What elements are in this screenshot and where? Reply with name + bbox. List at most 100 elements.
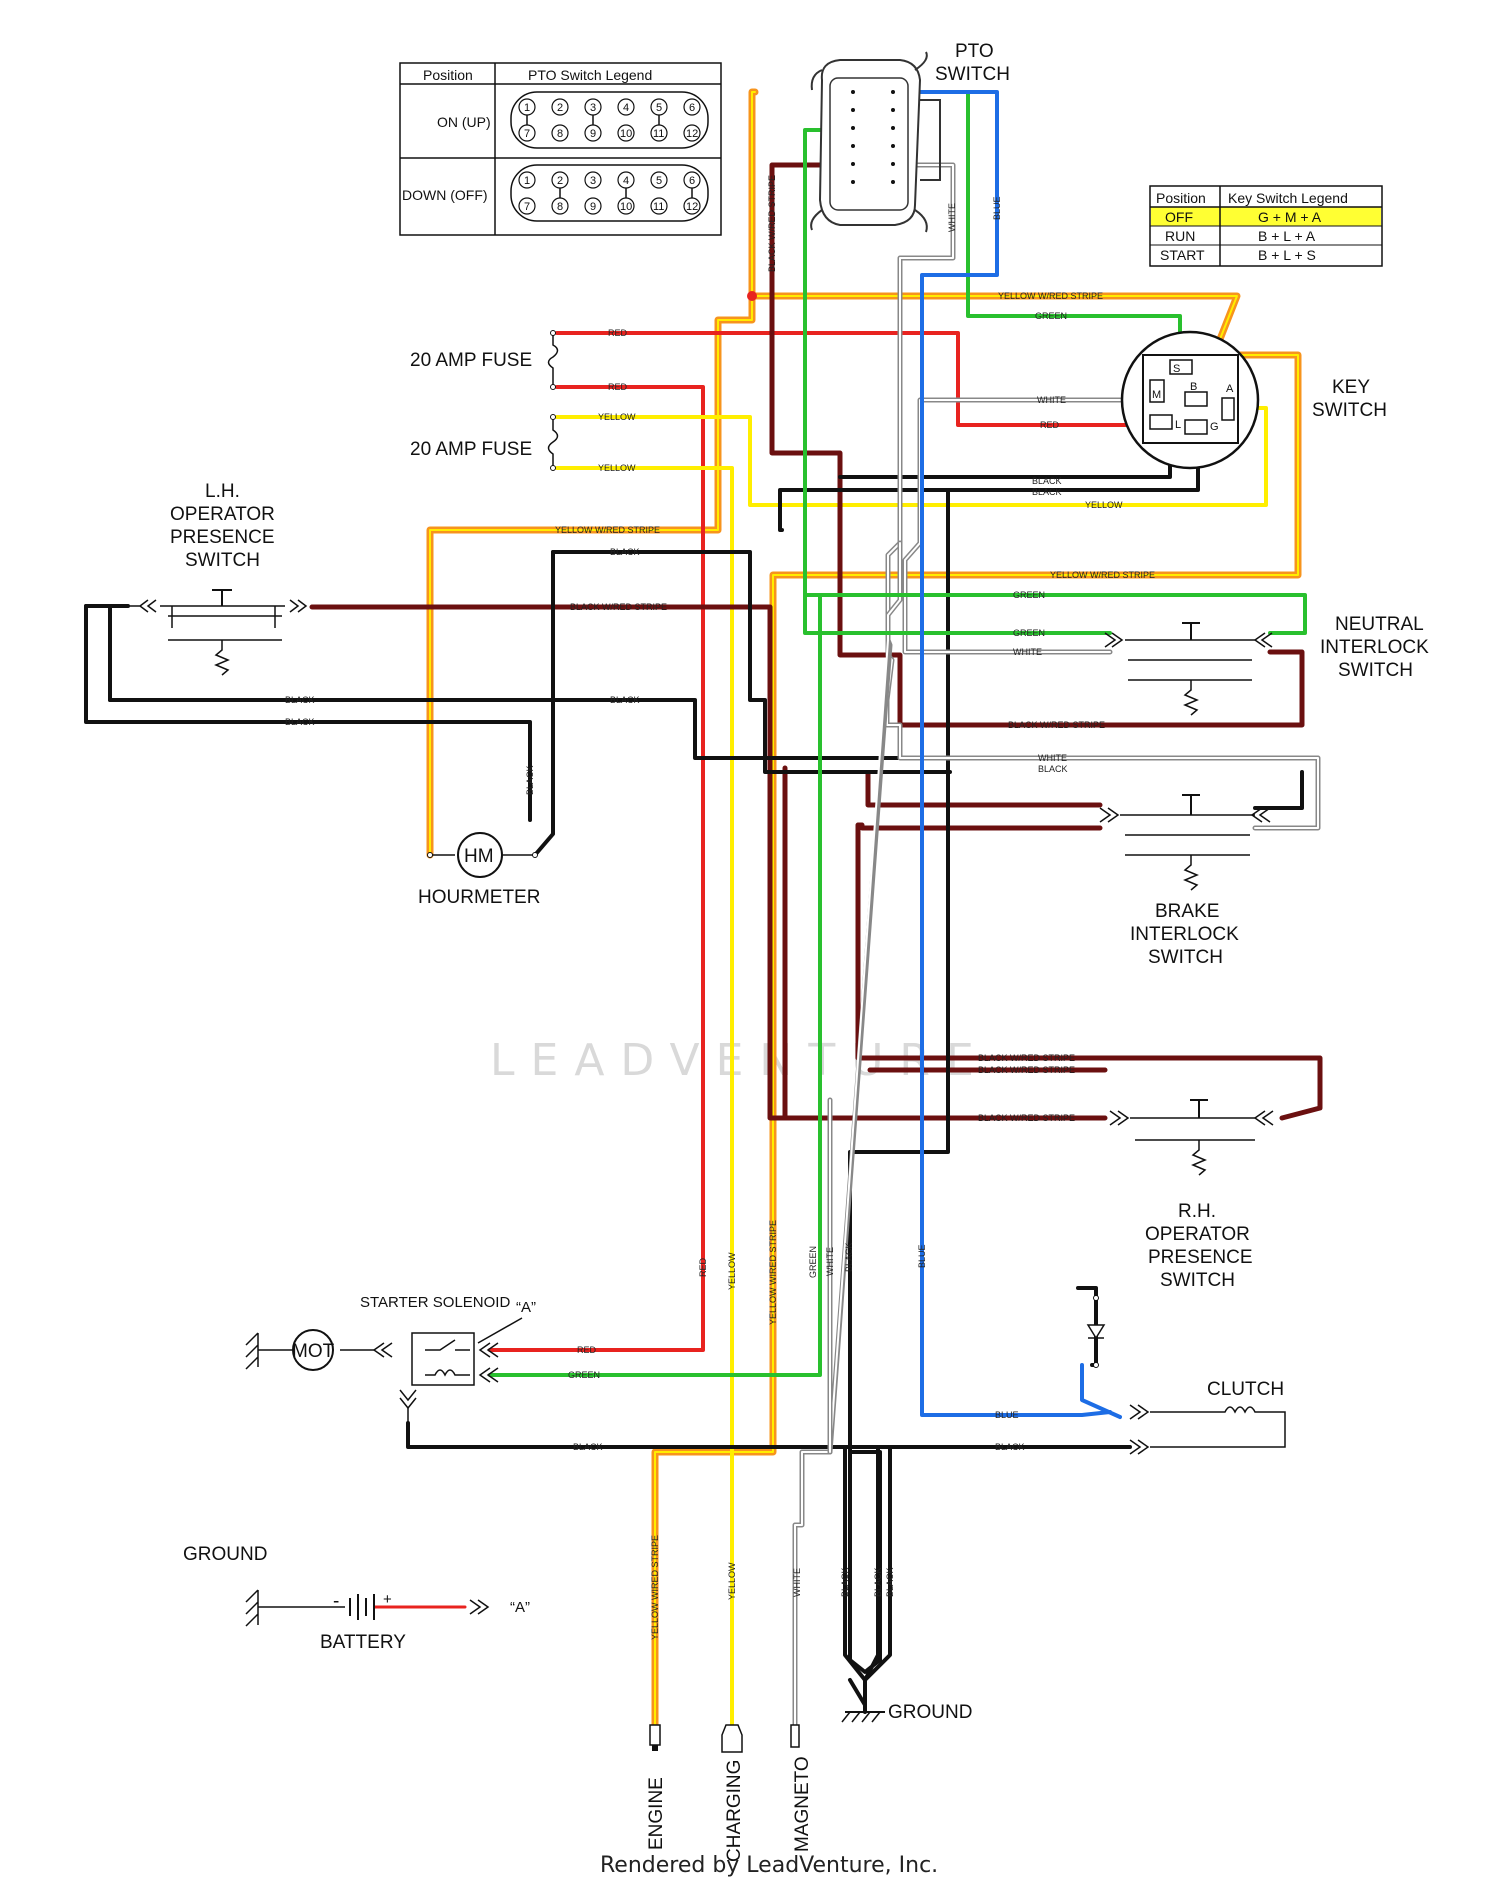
battery-a-ref: “A” bbox=[510, 1599, 530, 1616]
wire-label-black-v2: BLACK bbox=[840, 1567, 850, 1597]
wire-white bbox=[792, 162, 1321, 1728]
pto-pin-number: 11 bbox=[653, 128, 664, 140]
wire-label-green-3: GREEN bbox=[1013, 628, 1045, 638]
connector-pin bbox=[851, 108, 855, 112]
bottom-connectors: ENGINE CHARGING MAGNETO bbox=[646, 1724, 813, 1862]
wire-label-yellow-red-1: YELLOW W/RED STRIPE bbox=[555, 525, 660, 535]
neutral-label-1: NEUTRAL bbox=[1335, 614, 1424, 635]
connector-pin bbox=[851, 126, 855, 130]
rh-label-3: PRESENCE bbox=[1148, 1247, 1253, 1268]
pto-pin-number: 1 bbox=[524, 175, 530, 187]
footer-credit: Rendered by LeadVenture, Inc. bbox=[600, 1853, 938, 1878]
wire-label-blue-v1: BLUE bbox=[992, 196, 1002, 220]
pto-pin bbox=[551, 98, 569, 116]
pto-pin-number: 5 bbox=[656, 175, 662, 187]
pto-pin-number: 7 bbox=[524, 201, 530, 213]
key-terminal-m: M bbox=[1152, 389, 1161, 401]
key-legend-off-highlight bbox=[1151, 207, 1381, 226]
pto-pin bbox=[683, 98, 701, 116]
pto-pin bbox=[584, 197, 602, 215]
wire-yellow-red-stripe bbox=[426, 88, 1302, 1729]
pto-legend-row-down: DOWN (OFF) bbox=[402, 187, 488, 203]
wire-yellow bbox=[555, 406, 1268, 1727]
pto-pin-number: 1 bbox=[524, 102, 530, 114]
wire-label-yellow-red-2: YELLOW W/RED STRIPE bbox=[998, 291, 1103, 301]
pto-pin bbox=[617, 171, 635, 189]
wire-label-yellow-2: YELLOW bbox=[598, 463, 636, 473]
wire-label-white-2: WHITE bbox=[1013, 647, 1042, 657]
connector-pin bbox=[851, 144, 855, 148]
lh-label-2: OPERATOR bbox=[170, 504, 275, 525]
wire-ground-bundle bbox=[848, 1678, 867, 1714]
wire-label-white-v3: WHITE bbox=[792, 1568, 802, 1597]
key-legend-row-start-contacts: B + L + S bbox=[1258, 247, 1316, 263]
wire-label-red-2: RED bbox=[608, 382, 628, 392]
pto-pin-number: 10 bbox=[620, 128, 632, 140]
wire-label-white-v1: WHITE bbox=[947, 203, 957, 232]
ground-bottom: GROUND bbox=[841, 1702, 972, 1723]
pto-pin-number: 6 bbox=[689, 175, 695, 187]
key-legend-row-off: OFF bbox=[1165, 209, 1193, 225]
pto-pin-number: 2 bbox=[557, 175, 563, 187]
brake-label-1: BRAKE bbox=[1155, 901, 1219, 922]
wire-label-yellow-v: YELLOW bbox=[727, 1252, 737, 1290]
starter-a-ref: “A” bbox=[516, 1299, 536, 1316]
splice-dot bbox=[747, 291, 757, 301]
connector-pin bbox=[891, 162, 895, 166]
wire-label-black-red-4: BLACK W/RED STRIPE bbox=[978, 1065, 1075, 1075]
pto-pin-number: 8 bbox=[557, 201, 563, 213]
wire-label-black-v4: BLACK bbox=[885, 1567, 895, 1597]
pto-pin bbox=[518, 197, 536, 215]
connector-pin bbox=[891, 90, 895, 94]
pto-legend-header-position: Position bbox=[423, 67, 473, 83]
pto-pin bbox=[584, 171, 602, 189]
key-terminal-s: S bbox=[1173, 363, 1180, 375]
key-legend-header-title: Key Switch Legend bbox=[1228, 190, 1348, 206]
pto-pin-number: 8 bbox=[557, 128, 563, 140]
wire-label-black-7: BLACK bbox=[1032, 487, 1062, 497]
wire-label-black-red-5: BLACK W/RED STRIPE bbox=[978, 1113, 1075, 1123]
fuse-1: 20 AMP FUSE bbox=[410, 330, 559, 390]
clutch-label: CLUTCH bbox=[1207, 1379, 1284, 1400]
battery-label: BATTERY bbox=[320, 1632, 406, 1653]
pto-pin bbox=[584, 98, 602, 116]
wire-label-green-v: GREEN bbox=[808, 1246, 818, 1278]
starter-label: STARTER SOLENOID bbox=[360, 1294, 510, 1311]
brake-label-2: INTERLOCK bbox=[1130, 924, 1239, 945]
connector-pin bbox=[851, 180, 855, 184]
pto-legend-header-title: PTO Switch Legend bbox=[528, 67, 652, 83]
key-legend-row-off-contacts: G + M + A bbox=[1258, 209, 1322, 225]
wire-label-white-v2: WHITE bbox=[825, 1247, 835, 1276]
wire-label-black-4: BLACK bbox=[610, 695, 640, 705]
wire-label-black-v: BLACK bbox=[844, 1242, 854, 1272]
wire-label-yellow-red-3: YELLOW W/RED STRIPE bbox=[1050, 570, 1155, 580]
pto-pin-number: 7 bbox=[524, 128, 530, 140]
pto-pin-number: 5 bbox=[656, 102, 662, 114]
pto-pin bbox=[650, 98, 668, 116]
fuse-2-label: 20 AMP FUSE bbox=[410, 439, 532, 460]
wire-label-black-red-3: BLACK W/RED STRIPE bbox=[978, 1053, 1075, 1063]
connector-pin bbox=[891, 180, 895, 184]
wire-label-black-8: BLACK bbox=[1038, 764, 1068, 774]
pto-pin bbox=[617, 98, 635, 116]
pto-pin bbox=[551, 124, 569, 142]
key-switch-legend: Position Key Switch Legend OFF G + M + A… bbox=[1149, 185, 1383, 267]
wire-label-black-1: BLACK bbox=[610, 547, 640, 557]
wire-label-black-2: BLACK bbox=[285, 695, 315, 705]
pto-pin-number: 6 bbox=[689, 102, 695, 114]
hourmeter: HM HOURMETER bbox=[418, 832, 540, 908]
pto-pin bbox=[650, 124, 668, 142]
connector-pin bbox=[891, 144, 895, 148]
wire-label-red-v: RED bbox=[698, 1257, 708, 1277]
pto-pin bbox=[683, 124, 701, 142]
hourmeter-label: HOURMETER bbox=[418, 887, 540, 908]
battery-plus: + bbox=[383, 1591, 392, 1608]
brake-label-3: SWITCH bbox=[1148, 947, 1223, 968]
wire-label-black-red-2: BLACK W/RED STRIPE bbox=[1008, 720, 1105, 730]
pto-pin-number: 3 bbox=[590, 102, 596, 114]
connector-pin bbox=[891, 126, 895, 130]
pto-pin bbox=[518, 171, 536, 189]
wire-label-red-1: RED bbox=[608, 328, 628, 338]
pto-pin bbox=[551, 197, 569, 215]
clutch: CLUTCH bbox=[1086, 1288, 1286, 1455]
